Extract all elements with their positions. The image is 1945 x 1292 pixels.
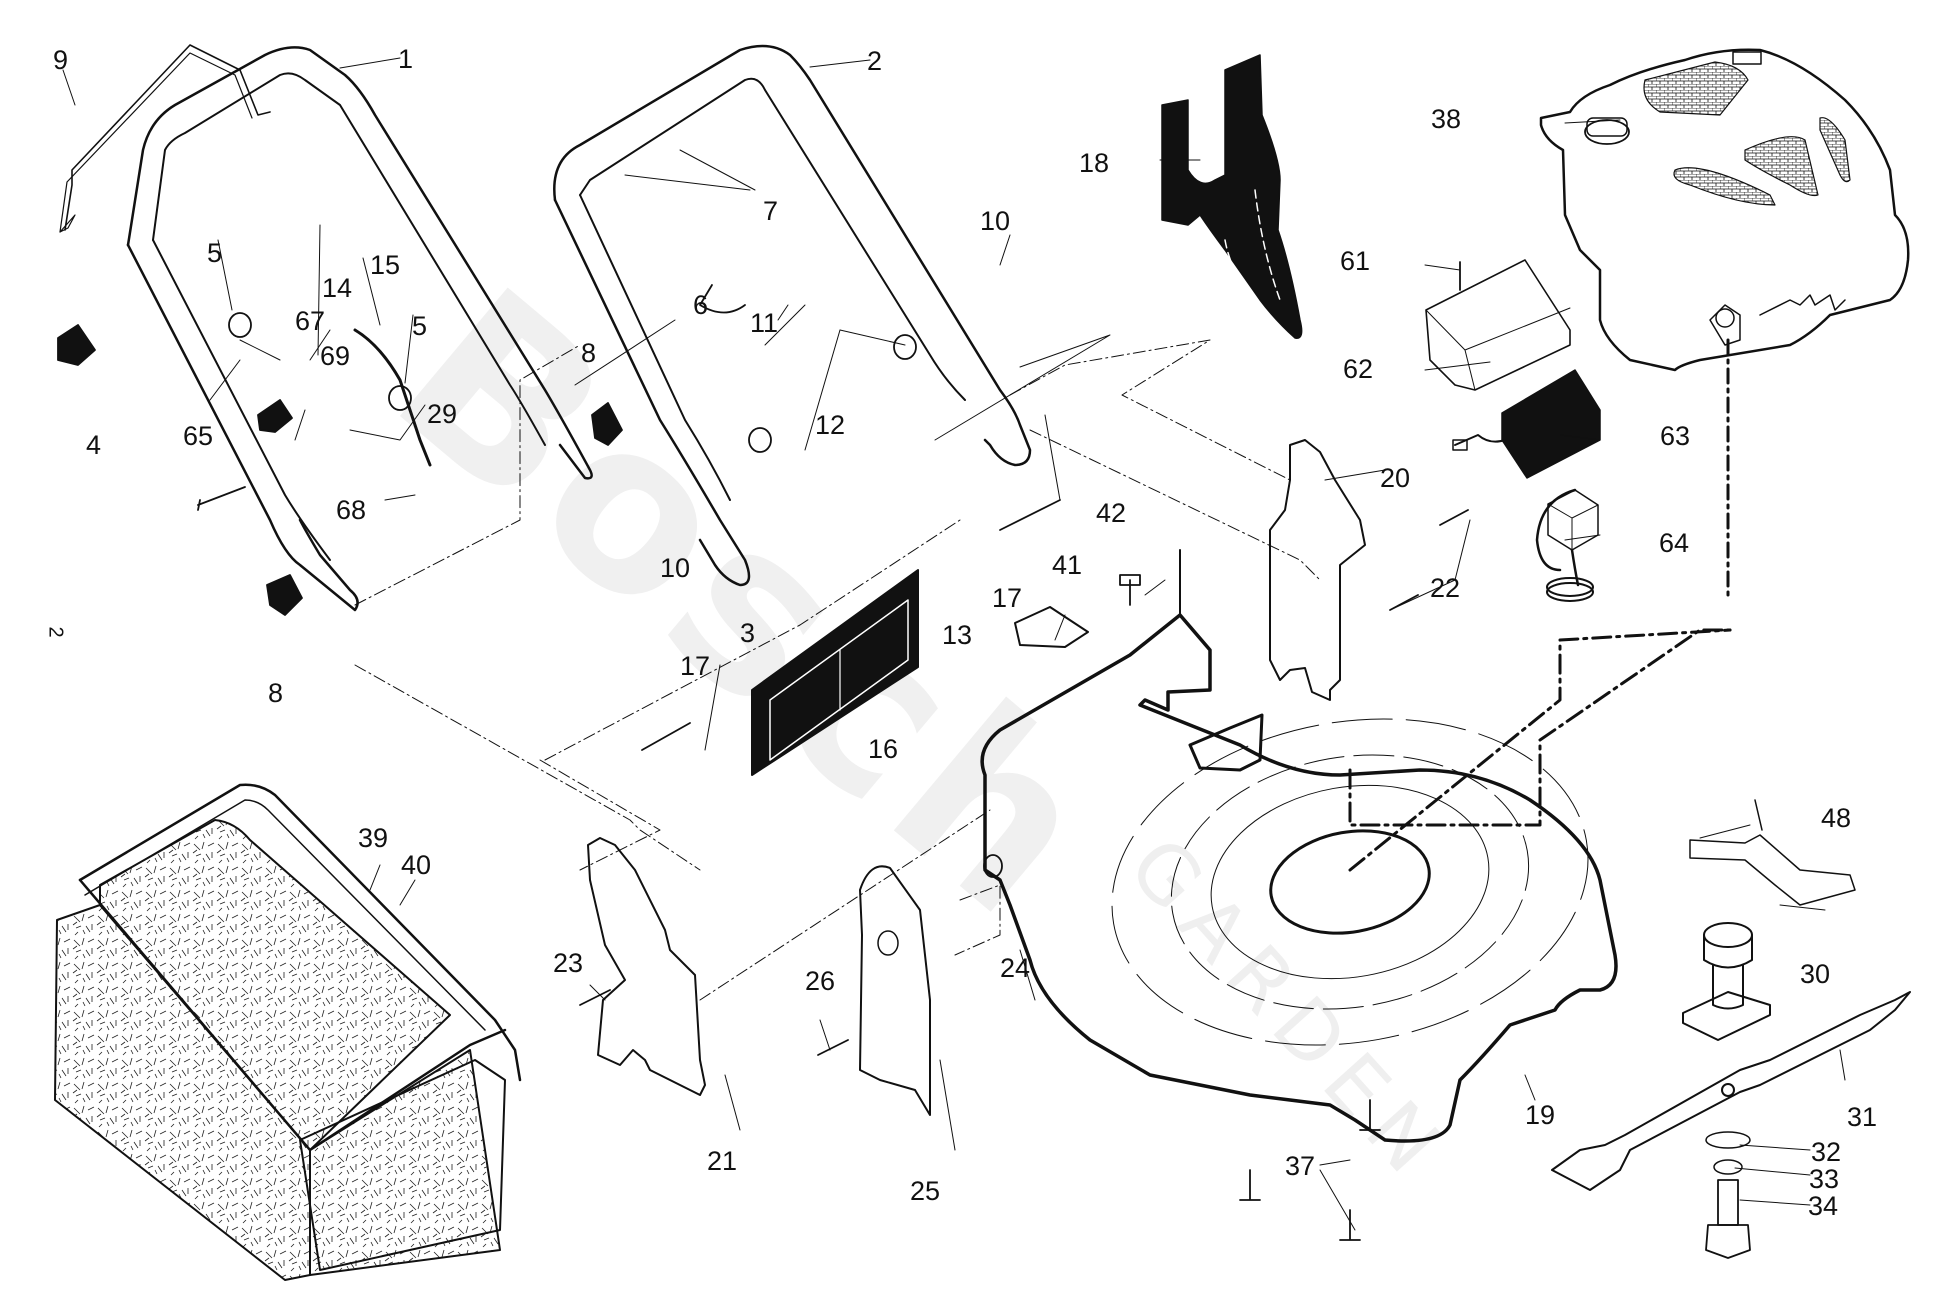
- bolt-17-upper[interactable]: [999, 499, 1061, 531]
- callout-15: 15: [370, 250, 401, 280]
- callout-7: 7: [763, 196, 779, 226]
- callout-68: 68: [336, 495, 367, 525]
- bolt-26[interactable]: [817, 1039, 849, 1056]
- nut-11-upper[interactable]: [893, 334, 917, 360]
- battery[interactable]: [1452, 369, 1601, 479]
- side-deflector[interactable]: [859, 865, 931, 1116]
- callout-1: 1: [398, 44, 414, 74]
- blade-adapter[interactable]: [1682, 922, 1771, 1041]
- mulch-plug[interactable]: [1161, 54, 1303, 339]
- bolt-22a[interactable]: [1439, 509, 1469, 526]
- bolt-37c[interactable]: [1339, 1209, 1361, 1241]
- mulch-clip[interactable]: [1689, 799, 1856, 906]
- nut-11-lower[interactable]: [748, 427, 772, 453]
- callout-38: 38: [1431, 104, 1462, 134]
- callout-34: 34: [1808, 1191, 1839, 1221]
- callout-67: 67: [295, 306, 326, 336]
- cable-tie-6[interactable]: [699, 284, 746, 314]
- cable-68[interactable]: [353, 328, 432, 467]
- callout-3: 3: [740, 618, 756, 648]
- callout-14: 14: [322, 273, 353, 303]
- engine[interactable]: [1539, 48, 1910, 372]
- callout-40: 40: [401, 850, 432, 880]
- bolt-17-lower[interactable]: [641, 722, 691, 751]
- bolt-37b[interactable]: [1359, 1099, 1381, 1131]
- callout-62: 62: [1343, 354, 1374, 384]
- callout-61: 61: [1340, 246, 1371, 276]
- rear-flap[interactable]: [751, 569, 919, 776]
- callout-29: 29: [427, 399, 458, 429]
- height-adjust-plate-rear[interactable]: [1269, 439, 1366, 701]
- callout-10-lower: 10: [660, 553, 691, 583]
- grass-bag-frame[interactable]: [78, 783, 522, 1271]
- callout-31: 31: [1847, 1102, 1878, 1132]
- callout-63: 63: [1660, 421, 1691, 451]
- callout-22: 22: [1430, 573, 1461, 603]
- callout-21: 21: [707, 1146, 738, 1176]
- knob-67[interactable]: [257, 399, 293, 433]
- upper-handle-left[interactable]: [126, 46, 593, 612]
- callout-42: 42: [1096, 498, 1127, 528]
- callout-18: 18: [1079, 148, 1110, 178]
- nut-5-right[interactable]: [388, 385, 412, 411]
- callout-30: 30: [1800, 959, 1831, 989]
- callout-2: 2: [867, 46, 883, 76]
- callout-5-left: 5: [207, 238, 223, 268]
- blade-bolt[interactable]: [1705, 1179, 1751, 1259]
- upper-handle-right[interactable]: [553, 44, 1032, 587]
- callout-33: 33: [1809, 1164, 1840, 1194]
- callout-8-lower: 8: [268, 678, 284, 708]
- callout-19: 19: [1525, 1100, 1556, 1130]
- knob-8-lower[interactable]: [266, 574, 303, 616]
- callout-32: 32: [1811, 1137, 1842, 1167]
- callout-20: 20: [1380, 463, 1411, 493]
- callout-4: 4: [86, 430, 102, 460]
- bolt-65[interactable]: [197, 486, 246, 511]
- washer-33[interactable]: [1713, 1159, 1743, 1175]
- nut-5-left[interactable]: [228, 312, 252, 338]
- callout-37: 37: [1285, 1151, 1316, 1181]
- mulch-plate[interactable]: [1014, 606, 1089, 648]
- blade[interactable]: [1551, 991, 1911, 1191]
- charger[interactable]: [1535, 488, 1599, 602]
- callout-26: 26: [805, 966, 836, 996]
- callout-24: 24: [1000, 953, 1031, 983]
- callout-13: 13: [942, 620, 973, 650]
- callout-64: 64: [1659, 528, 1690, 558]
- callout-39: 39: [358, 823, 389, 853]
- callout-16: 16: [868, 734, 899, 764]
- mower-deck[interactable]: [980, 549, 1618, 1143]
- battery-box[interactable]: [1425, 259, 1571, 391]
- callout-12: 12: [815, 410, 846, 440]
- callout-69: 69: [320, 341, 351, 371]
- knob-4[interactable]: [57, 324, 96, 366]
- height-adjust-plate-front[interactable]: [587, 837, 706, 1096]
- grass-bag[interactable]: [54, 819, 501, 1281]
- bolt-42[interactable]: [1119, 574, 1141, 606]
- callout-8-upper: 8: [581, 338, 597, 368]
- callout-5-right: 5: [412, 311, 428, 341]
- washer-32[interactable]: [1705, 1131, 1751, 1149]
- callout-41: 41: [1052, 550, 1083, 580]
- callout-23: 23: [553, 948, 584, 978]
- callout-48: 48: [1821, 803, 1852, 833]
- callout-9: 9: [53, 45, 69, 75]
- callout-65: 65: [183, 421, 214, 451]
- callout-25: 25: [910, 1176, 941, 1206]
- cable-bar[interactable]: [59, 44, 271, 233]
- callout-6: 6: [693, 290, 709, 320]
- bolt-23[interactable]: [579, 989, 611, 1006]
- callout-17-lower: 17: [680, 651, 711, 681]
- callout-17-upper: 17: [992, 583, 1023, 613]
- nut-24[interactable]: [983, 854, 1003, 878]
- bolt-37a[interactable]: [1239, 1169, 1261, 1201]
- callout-10-upper: 10: [980, 206, 1011, 236]
- page-marker: 2: [44, 626, 67, 638]
- callout-11: 11: [750, 308, 779, 338]
- knob-8-upper[interactable]: [591, 402, 623, 446]
